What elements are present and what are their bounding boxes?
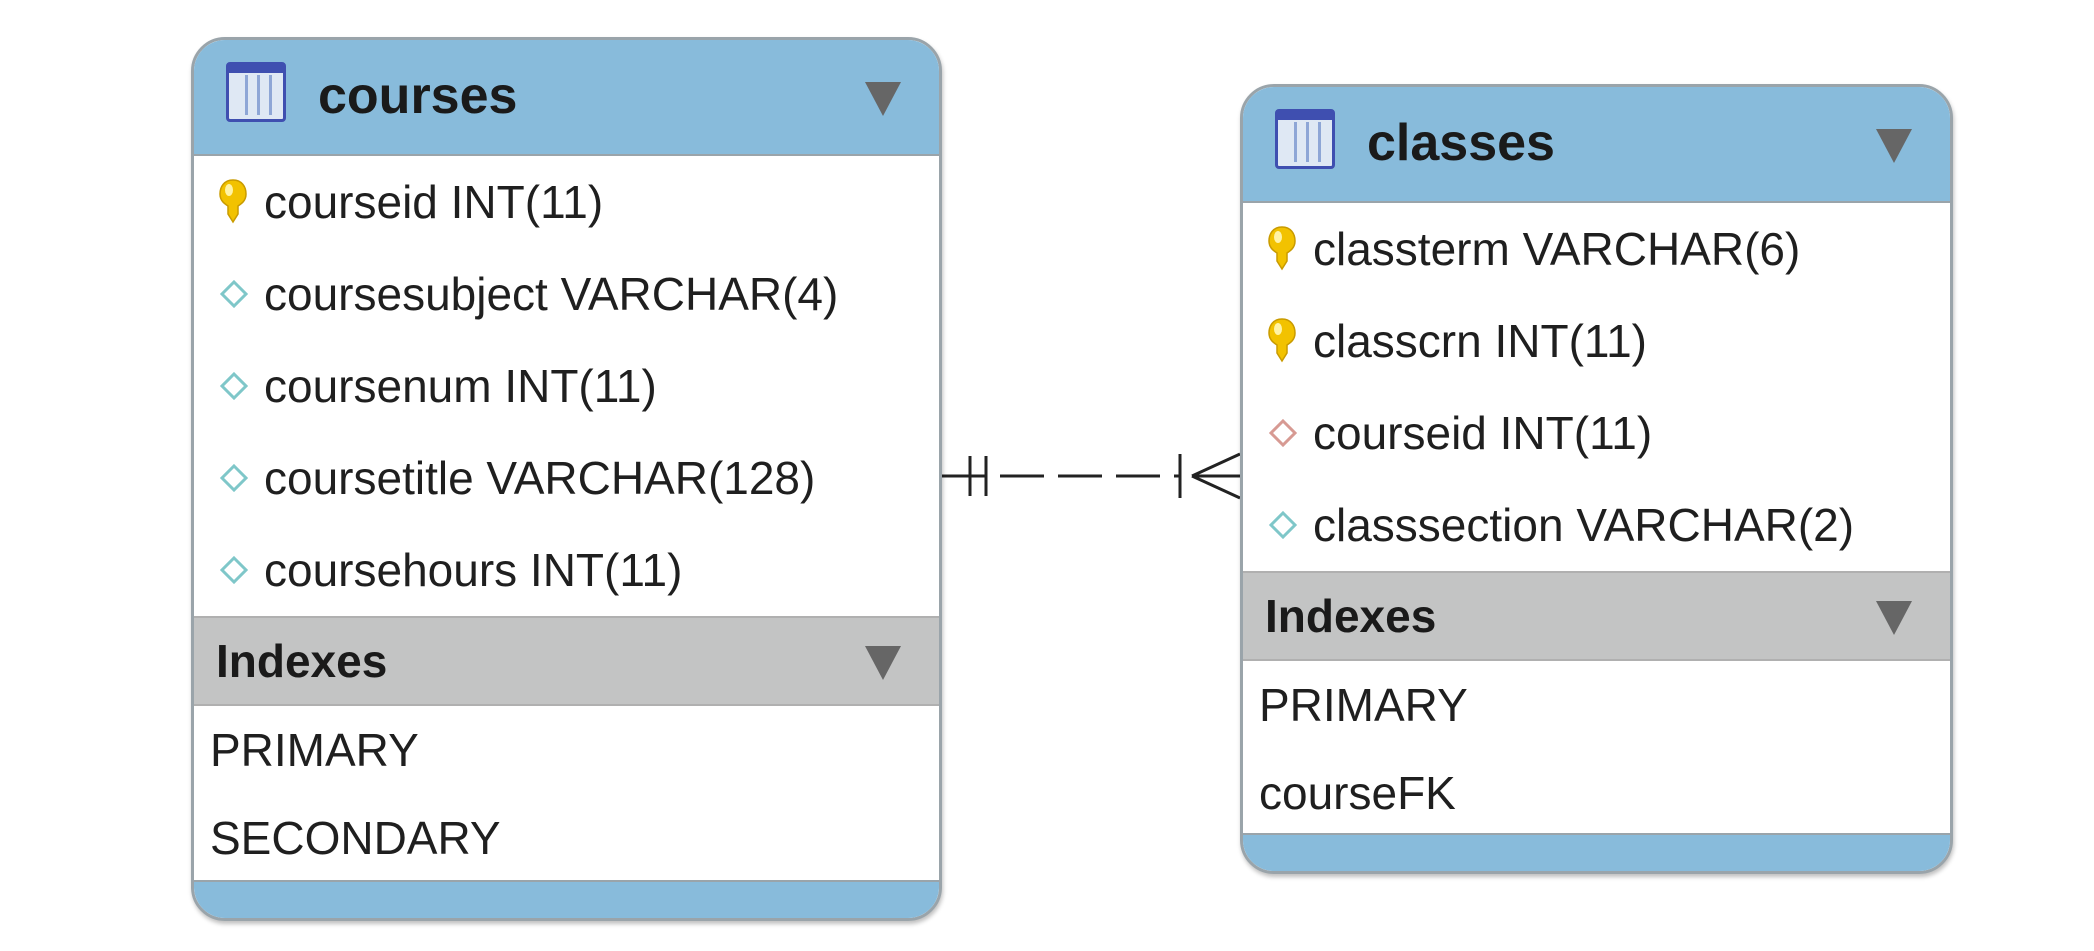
column-row[interactable]: coursetitle VARCHAR(128)	[194, 432, 939, 524]
column-label: coursesubject VARCHAR(4)	[264, 268, 839, 320]
classes-table[interactable]: classes classterm VARCHAR(6) classcrn IN…	[1240, 84, 1953, 874]
courses-indexes-header[interactable]: Indexes	[194, 616, 939, 706]
primary-key-icon	[1268, 226, 1296, 271]
primary-key-icon	[1268, 318, 1296, 363]
index-row[interactable]: PRIMARY	[1243, 661, 1950, 749]
column-row[interactable]: coursehours INT(11)	[194, 524, 939, 616]
column-diamond-icon	[220, 556, 248, 584]
courses-footer	[194, 880, 939, 918]
column-row[interactable]: courseid INT(11)	[1243, 387, 1950, 479]
collapse-triangle-icon[interactable]	[865, 646, 901, 680]
index-label: courseFK	[1259, 767, 1456, 819]
indexes-label: Indexes	[1265, 590, 1437, 642]
column-diamond-icon	[220, 372, 248, 400]
column-label: courseid INT(11)	[1313, 407, 1653, 459]
collapse-triangle-icon[interactable]	[1876, 129, 1912, 163]
crowfoot-top	[1191, 452, 1241, 478]
column-label: coursetitle VARCHAR(128)	[264, 452, 816, 504]
column-label: classterm VARCHAR(6)	[1313, 223, 1801, 275]
column-label: classsection VARCHAR(2)	[1313, 499, 1855, 551]
column-row[interactable]: classsection VARCHAR(2)	[1243, 479, 1950, 571]
indexes-label: Indexes	[216, 635, 388, 687]
table-icon	[1275, 109, 1335, 169]
column-row[interactable]: classterm VARCHAR(6)	[1243, 203, 1950, 295]
column-label: coursehours INT(11)	[264, 544, 683, 596]
index-row[interactable]: courseFK	[1243, 749, 1950, 837]
column-row[interactable]: coursenum INT(11)	[194, 340, 939, 432]
classes-footer	[1243, 833, 1950, 871]
column-row[interactable]: courseid INT(11)	[194, 156, 939, 248]
crowfoot-bottom	[1191, 474, 1241, 500]
primary-key-icon	[219, 179, 247, 224]
table-icon	[226, 62, 286, 122]
classes-header[interactable]: classes	[1243, 87, 1950, 203]
index-row[interactable]: SECONDARY	[194, 794, 939, 882]
index-label: SECONDARY	[210, 812, 501, 864]
classes-title: classes	[1367, 114, 1555, 172]
index-row[interactable]: PRIMARY	[194, 706, 939, 794]
column-row[interactable]: classcrn INT(11)	[1243, 295, 1950, 387]
courses-columns: courseid INT(11) coursesubject VARCHAR(4…	[194, 156, 939, 616]
courses-title: courses	[318, 67, 518, 125]
collapse-triangle-icon[interactable]	[865, 82, 901, 116]
classes-indexes-header[interactable]: Indexes	[1243, 571, 1950, 661]
column-label: classcrn INT(11)	[1313, 315, 1647, 367]
index-label: PRIMARY	[210, 724, 419, 776]
index-label: PRIMARY	[1259, 679, 1468, 731]
foreign-key-diamond-icon	[1269, 419, 1297, 447]
collapse-triangle-icon[interactable]	[1876, 601, 1912, 635]
column-label: coursenum INT(11)	[264, 360, 657, 412]
column-row[interactable]: coursesubject VARCHAR(4)	[194, 248, 939, 340]
courses-table[interactable]: courses courseid INT(11) coursesubject V…	[191, 37, 942, 921]
classes-columns: classterm VARCHAR(6) classcrn INT(11) co…	[1243, 203, 1950, 571]
column-diamond-icon	[220, 280, 248, 308]
courses-header[interactable]: courses	[194, 40, 939, 156]
column-diamond-icon	[1269, 511, 1297, 539]
column-diamond-icon	[220, 464, 248, 492]
column-label: courseid INT(11)	[264, 176, 604, 228]
